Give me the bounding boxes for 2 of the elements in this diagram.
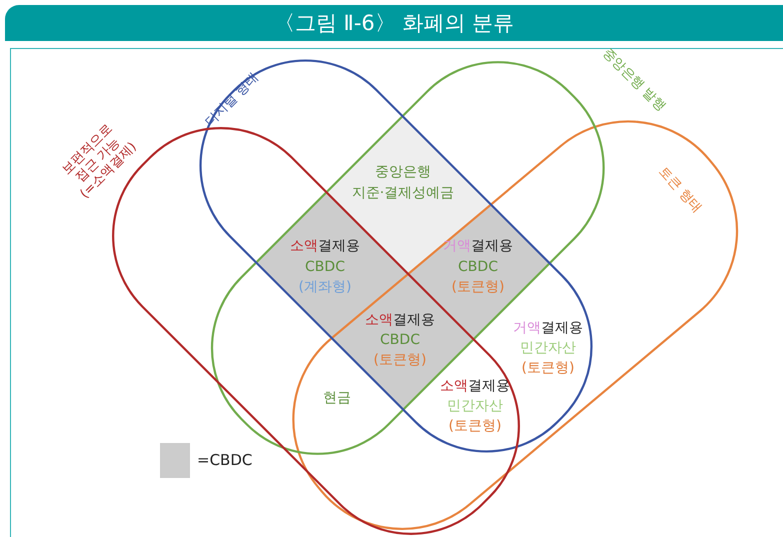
legend-label: =CBDC	[197, 451, 252, 469]
title-banner: 〈그림 Ⅱ-6〉 화폐의 분류	[5, 5, 783, 41]
